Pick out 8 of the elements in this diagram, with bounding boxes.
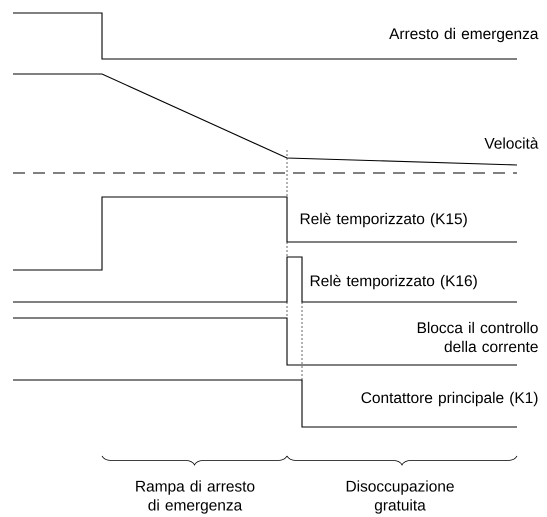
phase-label: Rampa di arresto di emergenza: [136, 480, 254, 514]
signal-label: Relè temporizzato (K16): [310, 274, 477, 290]
signal-label: Blocca il controllo della corrente: [418, 322, 538, 352]
signal-label: Relè temporizzato (K15): [300, 212, 467, 228]
phase-label: Disoccupazione gratuita: [346, 480, 454, 514]
signal-label: Contattore principale (K1): [362, 392, 538, 406]
signal-label: Velocità: [484, 137, 538, 149]
signal-label: Arresto di emergenza: [389, 28, 538, 42]
